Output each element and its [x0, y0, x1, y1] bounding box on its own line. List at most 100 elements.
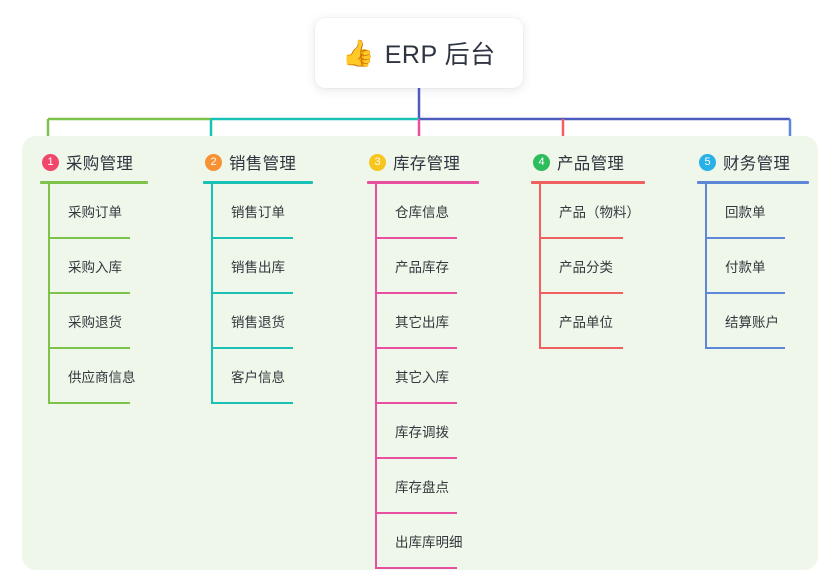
branch-badge-1: 1	[42, 153, 59, 171]
branch-column-5: 5 财务管理回款单付款单结算账户	[697, 148, 809, 349]
root-node[interactable]: 👍 ERP 后台	[315, 18, 523, 88]
leaf-label: 库存调拨	[395, 425, 449, 440]
leaf-label: 客户信息	[231, 370, 285, 385]
leaf-underline	[705, 237, 785, 239]
branch-children-1: 采购订单采购入库采购退货供应商信息	[40, 184, 148, 404]
leaf-underline	[211, 237, 293, 239]
leaf-node[interactable]: 结算账户	[697, 294, 809, 349]
leaf-underline	[375, 237, 457, 239]
leaf-label: 出库库明细	[395, 535, 463, 550]
branch-spine-3	[375, 184, 377, 569]
leaf-label: 结算账户	[725, 315, 779, 330]
leaf-underline	[375, 512, 457, 514]
leaf-node[interactable]: 付款单	[697, 239, 809, 294]
leaf-underline	[375, 402, 457, 404]
leaf-label: 产品库存	[395, 260, 449, 275]
branch-title-3: 库存管理	[393, 155, 461, 173]
leaf-underline	[48, 292, 130, 294]
leaf-label: 其它入库	[395, 370, 449, 385]
branch-spine-4	[539, 184, 541, 349]
branch-underline-1	[40, 181, 148, 184]
leaf-node[interactable]: 其它入库	[367, 349, 479, 404]
leaf-label: 付款单	[725, 260, 766, 275]
branch-badge-4: 4	[533, 153, 550, 171]
leaf-node[interactable]: 采购订单	[40, 184, 148, 239]
branch-header-1[interactable]: 1 采购管理	[40, 148, 148, 176]
branch-title-1: 采购管理	[66, 155, 134, 173]
branch-title-2: 销售管理	[229, 155, 297, 173]
leaf-label: 供应商信息	[68, 370, 136, 385]
leaf-node[interactable]: 销售退货	[203, 294, 313, 349]
branch-title-5: 财务管理	[723, 155, 791, 173]
branch-underline-2	[203, 181, 313, 184]
branch-column-3: 3 库存管理仓库信息产品库存其它出库其它入库库存调拨库存盘点出库库明细	[367, 148, 479, 569]
leaf-underline	[705, 292, 785, 294]
branch-column-1: 1 采购管理采购订单采购入库采购退货供应商信息	[40, 148, 148, 404]
leaf-underline	[539, 347, 623, 349]
branch-column-2: 2 销售管理销售订单销售出库销售退货客户信息	[203, 148, 313, 404]
branch-badge-3: 3	[369, 153, 386, 171]
root-node-label: ERP 后台	[384, 41, 496, 69]
branch-spine-5	[705, 184, 707, 349]
branch-spine-2	[211, 184, 213, 404]
leaf-label: 产品分类	[559, 260, 613, 275]
branch-children-4: 产品（物料） 产品分类产品单位	[531, 184, 645, 349]
leaf-node[interactable]: 其它出库	[367, 294, 479, 349]
leaf-underline	[539, 292, 623, 294]
branch-header-4[interactable]: 4 产品管理	[531, 148, 645, 176]
leaf-underline	[375, 567, 457, 569]
leaf-node[interactable]: 产品单位	[531, 294, 645, 349]
thumbs-up-icon: 👍	[342, 38, 375, 68]
leaf-label: 产品（物料）	[559, 205, 640, 220]
leaf-node[interactable]: 采购退货	[40, 294, 148, 349]
leaf-label: 采购退货	[68, 315, 122, 330]
leaf-node[interactable]: 产品分类	[531, 239, 645, 294]
leaf-underline	[705, 347, 785, 349]
branch-header-3[interactable]: 3 库存管理	[367, 148, 479, 176]
leaf-node[interactable]: 客户信息	[203, 349, 313, 404]
leaf-label: 采购订单	[68, 205, 122, 220]
leaf-label: 产品单位	[559, 315, 613, 330]
branch-header-5[interactable]: 5 财务管理	[697, 148, 809, 176]
branch-children-2: 销售订单销售出库销售退货客户信息	[203, 184, 313, 404]
branch-children-3: 仓库信息产品库存其它出库其它入库库存调拨库存盘点出库库明细	[367, 184, 479, 569]
leaf-node[interactable]: 库存盘点	[367, 459, 479, 514]
leaf-label: 库存盘点	[395, 480, 449, 495]
branch-underline-4	[531, 181, 645, 184]
leaf-node[interactable]: 销售出库	[203, 239, 313, 294]
branch-header-2[interactable]: 2 销售管理	[203, 148, 313, 176]
branch-title-4: 产品管理	[557, 155, 625, 173]
leaf-underline	[211, 402, 293, 404]
branches-panel	[22, 136, 818, 570]
leaf-node[interactable]: 产品库存	[367, 239, 479, 294]
leaf-label: 回款单	[725, 205, 766, 220]
leaf-node[interactable]: 供应商信息	[40, 349, 148, 404]
leaf-label: 销售出库	[231, 260, 285, 275]
leaf-label: 销售退货	[231, 315, 285, 330]
leaf-underline	[375, 457, 457, 459]
leaf-underline	[211, 292, 293, 294]
branch-children-5: 回款单付款单结算账户	[697, 184, 809, 349]
leaf-node[interactable]: 采购入库	[40, 239, 148, 294]
leaf-label: 采购入库	[68, 260, 122, 275]
leaf-node[interactable]: 回款单	[697, 184, 809, 239]
branch-column-4: 4 产品管理产品（物料） 产品分类产品单位	[531, 148, 645, 349]
leaf-underline	[48, 402, 130, 404]
leaf-label: 其它出库	[395, 315, 449, 330]
branch-badge-5: 5	[699, 153, 716, 171]
leaf-label: 仓库信息	[395, 205, 449, 220]
leaf-node[interactable]: 库存调拨	[367, 404, 479, 459]
branch-spine-1	[48, 184, 50, 404]
leaf-underline	[539, 237, 623, 239]
leaf-node[interactable]: 仓库信息	[367, 184, 479, 239]
branch-underline-3	[367, 181, 479, 184]
leaf-node[interactable]: 产品（物料）	[531, 184, 645, 239]
leaf-underline	[375, 347, 457, 349]
branch-underline-5	[697, 181, 809, 184]
leaf-node[interactable]: 出库库明细	[367, 514, 479, 569]
leaf-underline	[375, 292, 457, 294]
leaf-underline	[211, 347, 293, 349]
branch-badge-2: 2	[205, 153, 222, 171]
leaf-underline	[48, 347, 130, 349]
leaf-node[interactable]: 销售订单	[203, 184, 313, 239]
